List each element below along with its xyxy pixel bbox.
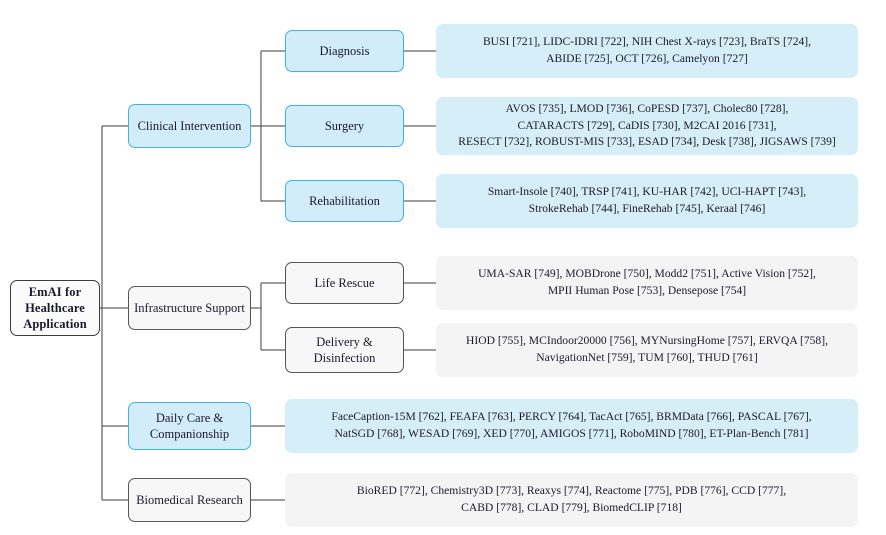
node-diagnosis[interactable]: Diagnosis xyxy=(285,30,404,72)
node-surgery-label: Surgery xyxy=(324,119,365,133)
node-surgery[interactable]: Surgery xyxy=(285,105,404,147)
panel-line: BUSI [721], LIDC-IDRI [722], NIH Chest X… xyxy=(482,35,812,49)
panel-line: NavigationNet [759], TUM [760], THUD [76… xyxy=(536,351,758,364)
panel-line: NatSGD [768], WESAD [769], XED [770], AM… xyxy=(334,427,809,440)
panel-surgery-datasets: AVOS [735], LMOD [736], CoPESD [737], Ch… xyxy=(436,97,858,155)
root-node[interactable]: EmAI for Healthcare Application xyxy=(10,280,100,336)
node-clinical-intervention-label: Clinical Intervention xyxy=(137,119,242,133)
node-infrastructure-support[interactable]: Infrastructure Support xyxy=(128,286,251,330)
panel-line: CABD [778], CLAD [779], BiomedCLIP [718] xyxy=(461,501,682,514)
node-clinical-intervention[interactable]: Clinical Intervention xyxy=(128,104,251,148)
node-daily-care-label-line-1: Daily Care & xyxy=(155,411,224,425)
panel-rehabilitation-datasets: Smart-Insole [740], TRSP [741], KU-HAR [… xyxy=(436,174,858,228)
panel-life-rescue-datasets: UMA-SAR [749], MOBDrone [750], Modd2 [75… xyxy=(436,256,858,310)
node-delivery-disinfection-label-line-1: Delivery & xyxy=(316,335,373,349)
panel-line: ABIDE [725], OCT [726], Camelyon [727] xyxy=(546,52,748,65)
panel-line: Smart-Insole [740], TRSP [741], KU-HAR [… xyxy=(487,185,807,199)
panel-daily-care-datasets: FaceCaption-15M [762], FEAFA [763], PERC… xyxy=(285,399,858,453)
panel-line: BioRED [772], Chemistry3D [773], Reaxys … xyxy=(356,484,787,498)
node-life-rescue[interactable]: Life Rescue xyxy=(285,262,404,304)
node-rehabilitation[interactable]: Rehabilitation xyxy=(285,180,404,222)
node-infrastructure-support-label: Infrastructure Support xyxy=(134,301,245,315)
node-delivery-disinfection[interactable]: Delivery & Disinfection xyxy=(285,327,404,373)
panel-biomedical-research-datasets: BioRED [772], Chemistry3D [773], Reaxys … xyxy=(285,473,858,527)
panel-line: UMA-SAR [749], MOBDrone [750], Modd2 [75… xyxy=(478,267,816,281)
panel-line: AVOS [735], LMOD [736], CoPESD [737], Ch… xyxy=(505,101,789,115)
root-label-line-1: EmAI for xyxy=(28,285,82,299)
panel-diagnosis-datasets: BUSI [721], LIDC-IDRI [722], NIH Chest X… xyxy=(436,24,858,78)
node-biomedical-research[interactable]: Biomedical Research xyxy=(128,478,251,522)
node-diagnosis-label: Diagnosis xyxy=(319,44,370,58)
panel-line: CATARACTS [729], CaDIS [730], M2CAI 2016… xyxy=(517,118,777,132)
node-delivery-disinfection-label-line-2: Disinfection xyxy=(313,351,376,365)
node-daily-care-companionship[interactable]: Daily Care & Companionship xyxy=(128,402,251,450)
root-label-line-2: Healthcare xyxy=(25,301,85,315)
node-daily-care-label-line-2: Companionship xyxy=(149,427,230,441)
node-rehabilitation-label: Rehabilitation xyxy=(309,194,380,208)
panel-delivery-disinfection-datasets: HIOD [755], MCIndoor20000 [756], MYNursi… xyxy=(436,323,858,377)
panel-line: HIOD [755], MCIndoor20000 [756], MYNursi… xyxy=(466,334,828,348)
panel-line: MPII Human Pose [753], Densepose [754] xyxy=(547,284,747,297)
root-label-line-3: Application xyxy=(23,317,87,331)
node-life-rescue-label: Life Rescue xyxy=(314,276,375,290)
panel-line: FaceCaption-15M [762], FEAFA [763], PERC… xyxy=(331,410,812,424)
panel-line: RESECT [732], ROBUST-MIS [733], ESAD [73… xyxy=(458,135,836,149)
node-biomedical-research-label: Biomedical Research xyxy=(136,493,243,507)
panel-line: StrokeRehab [744], FineRehab [745], Kera… xyxy=(528,202,766,215)
